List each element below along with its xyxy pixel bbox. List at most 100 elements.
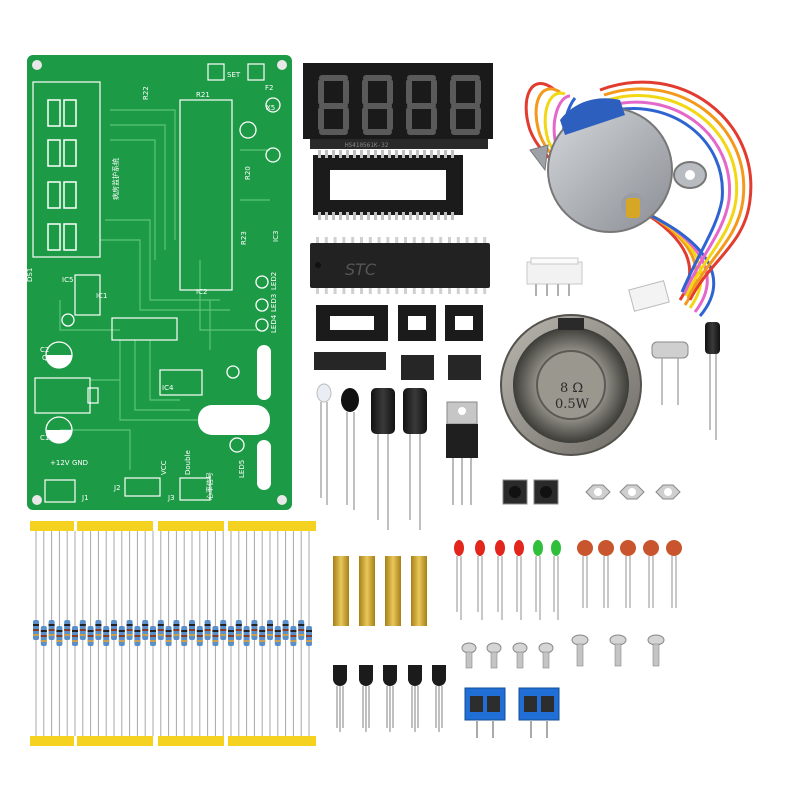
socket-pin <box>423 150 426 158</box>
dip8-ic <box>401 355 434 380</box>
screw <box>571 634 589 646</box>
leds <box>454 540 561 620</box>
r21-label: R21 <box>196 91 210 99</box>
mcu-pin <box>360 288 363 294</box>
mcu-pin <box>465 237 469 243</box>
mcu-pin <box>342 237 346 243</box>
set-button-footprint <box>207 63 225 81</box>
mcu-pin <box>465 288 469 294</box>
display-footprint <box>32 81 101 258</box>
tactile-button <box>502 479 528 505</box>
screws <box>461 634 665 669</box>
led <box>514 540 524 556</box>
c2-label: C2 <box>40 346 49 354</box>
pcb-title: 病房监护系统 <box>111 158 120 200</box>
socket-pin <box>444 212 447 220</box>
socket-pin <box>339 212 342 220</box>
hex-nut <box>585 484 611 500</box>
socket-pin <box>360 150 363 158</box>
socket-pin <box>381 212 384 220</box>
socket-pin <box>388 150 391 158</box>
socket-pin <box>353 212 356 220</box>
socket-pin <box>402 212 405 220</box>
f2-label: F2 <box>265 84 273 92</box>
speaker: 8 Ω 0.5W <box>500 314 642 456</box>
socket-pin <box>339 150 342 158</box>
socket-pin <box>430 212 433 220</box>
display-digits <box>318 75 481 135</box>
ir-led-dark <box>341 388 359 510</box>
dip8-socket <box>398 305 436 341</box>
screw-terminal-block <box>464 687 506 738</box>
socket-pin <box>367 150 370 158</box>
gnd-label: GND <box>72 459 88 467</box>
mcu-pin <box>483 288 487 294</box>
socket-pin <box>360 212 363 220</box>
seven-segment-display: HS410561K-32 <box>303 63 493 149</box>
mcu-pin <box>324 237 328 243</box>
silkscreen-digits <box>47 99 77 251</box>
electrolytic-capacitor <box>403 388 427 530</box>
header-connector <box>526 257 583 296</box>
regulator-footprint <box>34 377 91 414</box>
mcu-pin <box>421 237 425 243</box>
screw <box>647 634 665 646</box>
brass-standoff <box>333 556 349 626</box>
socket-pin <box>374 150 377 158</box>
pcb-board: 病房监护系统 +12V GND J1 J2 J3 心率信号 VCC Double… <box>26 55 292 510</box>
mcu-pin <box>377 288 381 294</box>
mcu-pin <box>412 288 416 294</box>
socket-pin <box>437 150 440 158</box>
hex-nut <box>655 484 681 500</box>
screw <box>609 634 627 646</box>
screw <box>512 642 528 654</box>
socket-pin <box>332 212 335 220</box>
j2-header-footprint <box>124 477 161 497</box>
mcu-pin <box>439 237 443 243</box>
dip40-socket <box>313 150 463 220</box>
mounting-hole <box>277 60 287 70</box>
pcb-slot <box>257 345 271 400</box>
dip8-socket <box>445 305 483 341</box>
led <box>551 540 561 556</box>
mcu-pin <box>421 288 425 294</box>
socket-pin <box>395 150 398 158</box>
mcu-pin <box>351 288 355 294</box>
hex-nut <box>619 484 645 500</box>
led <box>475 540 485 556</box>
socket-pin <box>451 212 454 220</box>
q1-label: Q1 <box>42 354 52 362</box>
mcu-pin <box>316 237 319 243</box>
socket-pin <box>416 150 419 158</box>
j2-label: J2 <box>113 484 121 492</box>
brass-standoffs <box>333 556 427 626</box>
mounting-hole <box>277 495 287 505</box>
transistor-body <box>432 665 446 686</box>
j1-label: J1 <box>81 494 89 502</box>
mcu-pin <box>316 288 319 294</box>
led <box>454 540 464 556</box>
mcu-pin <box>474 288 478 294</box>
r22-label: R22 <box>142 86 150 100</box>
mcu-pin <box>333 288 337 294</box>
heartbeat-label: 心率信号 <box>205 472 214 500</box>
electrolytic-capacitor <box>371 388 395 530</box>
cap-polarity-mark <box>46 430 72 443</box>
mcu-marking: STC <box>345 260 377 279</box>
socket-pin <box>325 212 328 220</box>
socket-pin <box>423 212 426 220</box>
mcu-pin <box>386 288 390 294</box>
screw <box>486 642 502 654</box>
socket-pin <box>416 212 419 220</box>
socket-pin <box>409 150 412 158</box>
mcu-pin <box>439 288 443 294</box>
mcu-pin <box>395 237 399 243</box>
crystal-oscillator <box>651 341 689 405</box>
socket-pin <box>395 212 398 220</box>
r23-label: R23 <box>240 231 248 245</box>
socket-pin <box>325 150 328 158</box>
socket-pins <box>318 150 454 220</box>
mcu-pin <box>474 237 478 243</box>
socket-pin <box>374 212 377 220</box>
socket-pin <box>402 150 405 158</box>
